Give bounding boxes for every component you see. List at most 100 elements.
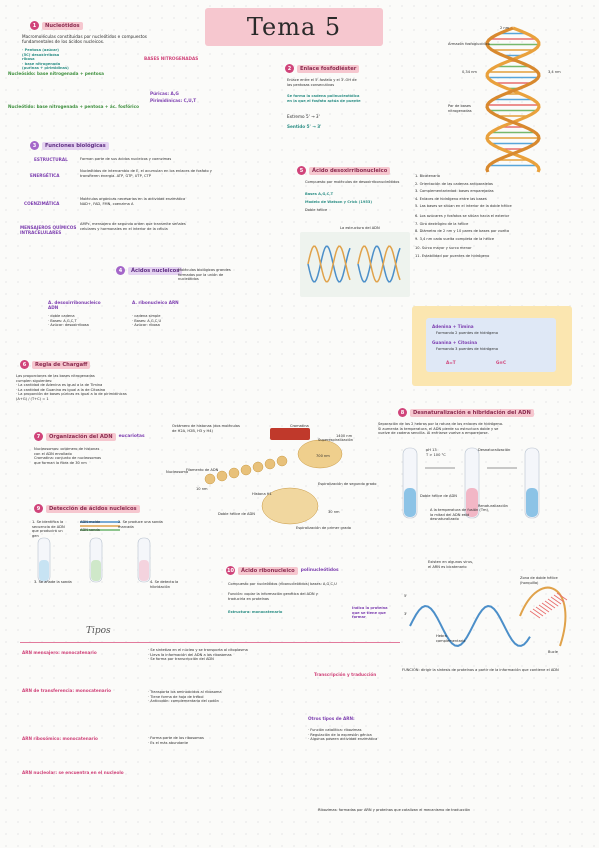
transcription-note: Transcripción y traducción: [314, 672, 377, 677]
nucleosome-bead: [264, 458, 276, 470]
tube-liquid: [139, 560, 149, 581]
nucleotides-components: · Pentosa (azúcar) (5C) desoxirribosa ri…: [22, 48, 69, 71]
strand: [307, 245, 351, 283]
section-number: 2: [285, 64, 294, 73]
model-list-item: 1. Bicatenario: [415, 174, 440, 178]
ribozymes-note: Ribozimas: formadas por ARN y proteínas …: [318, 808, 471, 812]
detect-step1: 1. Se identifica la secuencia de ADN que…: [32, 520, 65, 538]
chrom-chromatin: Cromatina: [290, 424, 309, 428]
section-number: 10: [226, 566, 235, 575]
rna-figure: [409, 586, 568, 647]
divider: [20, 642, 400, 643]
section-number: 3: [30, 141, 39, 150]
trna-title: ARN de transferencia: monocatenario: [22, 688, 111, 693]
mrna-title: ARN mensajero: monocatenario: [22, 650, 97, 655]
section-5-header: 5 Ácido desoxirribonucleico: [297, 166, 391, 175]
section-label: Ácido desoxirribonucleico: [309, 166, 391, 175]
denaturation-figure: [402, 447, 540, 519]
model-list-item: 10. Surco mayor y surco menor: [415, 246, 472, 251]
section-number: 6: [20, 360, 29, 369]
section-number: 7: [34, 432, 43, 441]
other-rna-text: · Función catalítica: ribozimas · Regula…: [308, 728, 378, 742]
rna-composition: Compuesto por nucleótidos (ribonucleótid…: [228, 582, 337, 586]
function-messengers-text: AMPc, mensajero de segundo orden que tra…: [80, 222, 186, 231]
chrom-first: Espiralización de primer grado: [296, 526, 351, 530]
dna-model: Modelo de Watson y Crick (1953): [305, 200, 372, 204]
trna-text: · Transporta los aminoácidos al ribosoma…: [148, 690, 222, 704]
dna-helix-illustration: [485, 26, 541, 173]
section-6-header: 6 Regla de Chargaff: [20, 360, 91, 369]
section-number: 5: [297, 166, 306, 175]
helix-label-pairs: Par de bases nitrogenadas: [448, 104, 472, 113]
denat-label-double: Doble hélice de ADN: [420, 494, 457, 498]
pair-at-symbol: A=T: [446, 360, 456, 365]
base-pair: [547, 598, 559, 607]
backbone-strand: [485, 26, 541, 173]
model-list-item: 3. Complementariedad: bases emparejadas: [415, 189, 494, 194]
section-label: Regla de Chargaff: [32, 360, 91, 369]
helix-label-2nm: 2 nm: [500, 26, 510, 30]
detect-step3: 3. Se añade la sonda: [34, 580, 72, 584]
pair-gc: Guanina + Citosina: [432, 340, 478, 345]
bond-extremes: Extremo 5' → 3': [287, 114, 320, 119]
chromatin-coil: [297, 439, 343, 469]
detect-step4: 4. Se detecta la hibridación: [150, 580, 179, 589]
fiber: [261, 487, 319, 525]
rna-function-note: FUNCIÓN: dirigir la síntesis de proteína…: [402, 668, 559, 672]
pair-at: Adenina + Timina: [432, 324, 474, 329]
section-3-header: 3 Funciones biológicas: [30, 141, 109, 150]
nrna-title: ARN nucleolar: se encuentra en el nucleo…: [22, 770, 124, 775]
rna-loop: Bucle: [548, 650, 558, 654]
model-list-item: 9. 3,4 nm cada vuelta completa de la hél…: [415, 236, 495, 241]
chrom-10nm: 10 nm: [196, 487, 208, 491]
dna-figure-caption: La estructura del ADN: [340, 226, 380, 230]
dna-structure-figure: [300, 232, 410, 297]
section-label: Funciones biológicas: [42, 141, 109, 150]
tube-liquid: [39, 560, 49, 581]
base-pair: [550, 596, 562, 605]
nucleosome-bead: [240, 464, 252, 476]
section-label: Detección de ácidos nucleicos: [46, 504, 140, 513]
detect-probe: ADN sonda: [80, 528, 100, 532]
section-4-header: 4 Ácidos nucleicos: [116, 266, 183, 275]
section-suffix: polinucleótidos: [300, 568, 339, 573]
rna-hairpin-loop: [519, 586, 567, 647]
rna-structure: Estructura: monocatenario: [228, 610, 283, 614]
detect-template: ADN molde: [80, 520, 101, 524]
bond-direction: Sentido 5' → 3': [287, 124, 322, 129]
strand: [357, 245, 401, 283]
chrom-octamer: Octámero de histonas (dos moléculas de H…: [172, 424, 240, 433]
section-label: Enlace fosfodiéster: [297, 64, 360, 73]
chrom-700nm: 700 nm: [316, 454, 330, 458]
denat-label-renat: Renaturalización: [478, 504, 508, 508]
base-pair: [535, 606, 547, 615]
model-list-item: 7. Giro dextrógiro de la hélice: [415, 221, 469, 226]
dna-model-list: 1. Bicatenario 2. Orientación de las cade…: [415, 174, 595, 262]
chrom-supercoil: Superespiralización: [318, 438, 354, 442]
denaturation-text: Separación de las 2 hebras por la rotura…: [378, 422, 504, 436]
rna-function: Función: copiar la información genética …: [228, 592, 318, 601]
purines: Púricas: A,G: [150, 91, 179, 96]
base-pair: [532, 608, 544, 617]
function-energetic-text: Nucleótidos de intercambio de E, el acum…: [80, 169, 212, 178]
denat-label-ph: pH 13 T > 100 °C: [426, 448, 446, 457]
function-coenzymatic: COENZIMÁTICA: [24, 201, 60, 206]
nitrogen-bases-title: BASES NITROGENADAS: [144, 56, 199, 61]
section-label: Ácidos nucleicos: [128, 266, 183, 275]
function-structural: ESTRUCTURAL: [34, 157, 68, 162]
chrom-1400nm: 1400 nm: [336, 434, 353, 438]
section-number: 8: [398, 408, 407, 417]
base-pairs-inner: Adenina + Timina Formando 2 puentes de h…: [426, 318, 556, 372]
section-1-header: 1 Nucleótidos: [30, 21, 83, 30]
rna-5prime: 5': [404, 594, 408, 598]
tube-liquid: [466, 488, 478, 517]
types-title: Tipos: [86, 626, 111, 636]
model-list-item: 4. Enlaces de hidrógeno entre las bases: [415, 196, 487, 201]
other-rna-title: Otros tipos de ARN:: [308, 716, 355, 721]
section-number: 4: [116, 266, 125, 275]
section-label: Organización del ADN: [46, 432, 116, 441]
nucleosome-bead: [252, 461, 264, 473]
model-list-item: 2. Orientación de las cadenas antiparale…: [415, 181, 493, 186]
section-number: 9: [34, 504, 43, 513]
pair-gc-symbol: G≡C: [496, 360, 507, 365]
